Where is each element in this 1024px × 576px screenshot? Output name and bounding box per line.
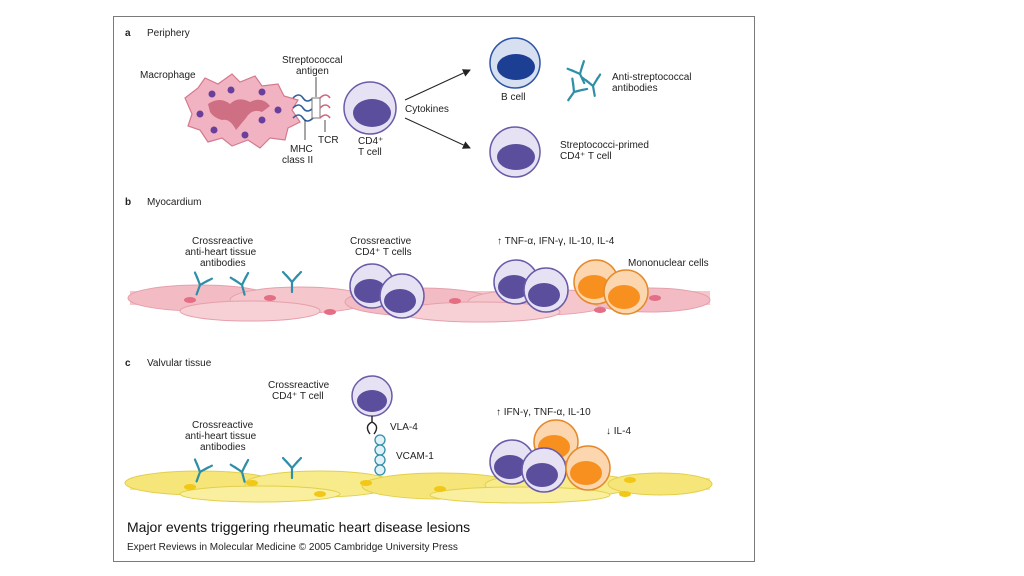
valve-mononuclear-cells: [489, 419, 611, 493]
c-tcell-label-line2: CD4⁺ T cell: [272, 391, 324, 402]
c-antibodies-label-line3: antibodies: [200, 442, 246, 453]
c-antibodies-label-line2: anti-heart tissue: [185, 431, 257, 442]
b-antibodies-label-line2: anti-heart tissue: [185, 247, 257, 258]
b-antibodies-label-line3: antibodies: [200, 258, 246, 269]
arrow-to-primed-cell: [404, 117, 471, 149]
vla4-label: VLA-4: [390, 422, 418, 433]
b-cell: [489, 37, 541, 89]
panel-b-title: Myocardium: [147, 197, 201, 208]
cd4-label-line1: CD4⁺: [358, 136, 383, 147]
cd4-label-line2: T cell: [358, 147, 382, 158]
mononuclear-label: Mononuclear cells: [628, 258, 709, 269]
b-tcells-label-line2: CD4⁺ T cells: [355, 247, 412, 258]
bcell-label: B cell: [501, 92, 525, 103]
panel-a-letter: a: [125, 28, 131, 39]
valvular-tissue: [124, 470, 713, 504]
primed-label-line1: Streptococci-primed: [560, 140, 649, 151]
tcr-label: TCR: [318, 135, 339, 146]
panel-c-title: Valvular tissue: [147, 358, 212, 369]
macrophage-cell: [184, 73, 301, 149]
primed-cd4-t-cell: [489, 126, 541, 178]
caption-credit: Expert Reviews in Molecular Medicine © 2…: [127, 542, 458, 553]
c-cytokines-up-label: ↑ IFN-γ, TNF-α, IL-10: [496, 407, 591, 418]
mhc-label-line1: MHC: [290, 144, 313, 155]
panel-c: c Valvular tissue Crossreactive ant: [124, 358, 713, 504]
panel-b-letter: b: [125, 197, 131, 208]
b-tcells-label-line1: Crossreactive: [350, 236, 412, 247]
panel-a-title: Periphery: [147, 28, 190, 39]
mhc-label-line2: class II: [282, 155, 313, 166]
arrow-to-bcell: [404, 69, 471, 101]
caption-title: Major events triggering rheumatic heart …: [127, 519, 470, 535]
antibodies-label-line1: Anti-streptococcal: [612, 72, 691, 83]
panel-b: b Myocardium Crossreactive anti-heart ti…: [125, 197, 711, 323]
cytokines-label: Cytokines: [405, 104, 449, 115]
c-cytokines-down-label: ↓ IL-4: [606, 426, 631, 437]
b-cytokines-label: ↑ TNF-α, IFN-γ, IL-10, IL-4: [497, 236, 615, 247]
antibodies-label-line2: antibodies: [612, 83, 658, 94]
b-antibodies-label-line1: Crossreactive: [192, 236, 254, 247]
cd4-t-cell: [343, 81, 397, 135]
vcam1-label: VCAM-1: [396, 451, 434, 462]
macrophage-label: Macrophage: [140, 70, 196, 81]
panel-c-letter: c: [125, 358, 131, 369]
antigen-label-line2: antigen: [296, 66, 329, 77]
mhc-tcr-complex: [292, 94, 331, 122]
primed-label-line2: CD4⁺ T cell: [560, 151, 612, 162]
antigen-label-line1: Streptococcal: [282, 55, 343, 66]
anti-streptococcal-antibodies: [559, 60, 605, 107]
c-tcell-label-line1: Crossreactive: [268, 380, 330, 391]
panel-a: a Periphery Macrophage Streptococcal ant…: [125, 28, 691, 178]
valve-t-cell-vla4-vcam1: [351, 375, 393, 476]
c-antibodies-label-line1: Crossreactive: [192, 420, 254, 431]
